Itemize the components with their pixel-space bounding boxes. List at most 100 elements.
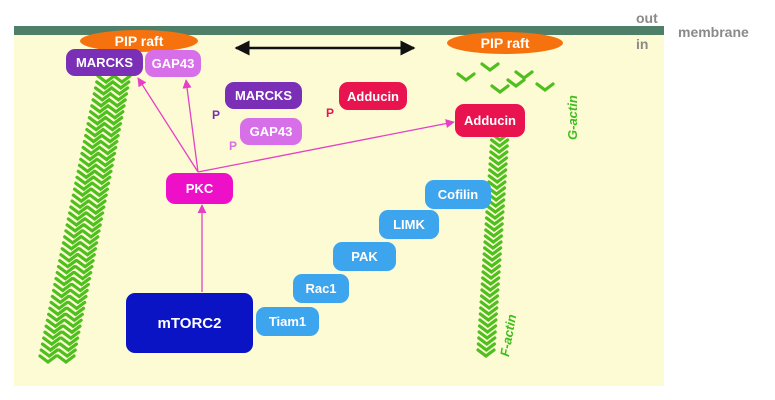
actin-chevron-icon [53, 282, 73, 293]
actin-chevron-icon [87, 116, 107, 126]
actin-chevron-icon [479, 306, 499, 316]
actin-chevron-icon [64, 312, 84, 323]
actin-chevron-icon [106, 104, 126, 114]
actin-chevron-icon [84, 133, 104, 144]
actin-chevron-icon [77, 247, 98, 257]
arrow-pkc-to-gap43 [182, 79, 199, 173]
actin-chevron-icon [110, 86, 130, 96]
actin-chevron-icon [82, 139, 103, 150]
g-actin-chevron-icon [456, 62, 555, 94]
actin-chevron-icon [48, 306, 68, 317]
actin-chevron-icon [71, 276, 92, 287]
actin-chevron-icon [58, 259, 78, 269]
actin-chevron-icon [79, 241, 99, 251]
membrane-band [14, 26, 664, 35]
actin-chevron-icon [476, 348, 496, 358]
actin-chevron-icon [90, 104, 110, 114]
limk-node: LIMK [379, 210, 439, 239]
actin-chevron-icon [96, 151, 117, 162]
actin-chevron-icon [71, 193, 91, 204]
actin-chevron-icon [65, 306, 86, 317]
actin-chevron-icon [481, 264, 502, 274]
pkc-node: PKC [166, 173, 233, 204]
actin-chevron-icon [51, 288, 72, 299]
pip-raft-right: PIP raft [447, 32, 563, 54]
actin-chevron-icon [91, 98, 111, 108]
actin-chevron-icon [54, 276, 74, 287]
actin-chevron-icon [75, 175, 95, 186]
actin-chevron-icon [487, 174, 507, 184]
actin-chevron-icon [63, 318, 83, 329]
actin-chevron-icon [486, 186, 507, 196]
pip-raft-left: PIP raft [80, 30, 198, 52]
actin-chevron-icon [93, 86, 114, 96]
actin-chevron-icon [98, 145, 118, 156]
actin-chevron-icon [99, 139, 119, 150]
actin-chevron-icon [61, 241, 82, 251]
actin-chevron-icon [92, 175, 112, 186]
actin-chevron-icon [67, 300, 87, 311]
actin-chevron-icon [59, 336, 80, 347]
actin-chevron-icon [38, 354, 58, 364]
actin-chevron-icon [63, 235, 83, 245]
actin-chevron-icon [479, 300, 499, 310]
actin-chevron-icon [77, 163, 98, 174]
actin-chevron-icon [70, 199, 90, 210]
actin-chevron-icon [490, 84, 510, 94]
actin-chevron-icon [479, 294, 500, 304]
actin-chevron-icon [86, 205, 106, 216]
actin-chevron-icon [111, 80, 131, 90]
actin-chevron-icon [43, 330, 63, 341]
actin-chevron-icon [87, 199, 107, 210]
actin-chevron-icon [102, 122, 123, 132]
actin-chevron-icon [478, 312, 498, 322]
actin-chevron-icon [95, 157, 115, 168]
actin-chevron-icon [39, 348, 59, 359]
g-actin-label: G-actin [565, 95, 580, 140]
rac1-node: Rac1 [293, 274, 349, 303]
actin-chevron-icon [56, 265, 77, 275]
membrane-label: membrane [678, 24, 749, 40]
actin-chevron-icon [480, 282, 500, 292]
actin-chevron-icon [83, 217, 104, 227]
actin-chevron-icon [82, 223, 102, 233]
actin-chevron-icon [86, 122, 106, 132]
actin-chevron-icon [477, 330, 497, 340]
actin-chevron-icon [482, 258, 502, 268]
actin-chevron-icon [88, 193, 108, 204]
actin-chevron-icon [81, 229, 101, 239]
actin-chevron-icon [66, 217, 86, 227]
actin-chevron-icon [49, 300, 69, 311]
actin-chevron-icon [69, 205, 89, 216]
actin-chevron-icon [94, 163, 114, 174]
phospho-label-adducin: P [326, 106, 335, 120]
actin-chevron-icon [95, 80, 115, 90]
gap43-phospho-node: GAP43 [240, 118, 302, 145]
actin-chevron-icon [488, 162, 508, 172]
actin-chevron-icon [490, 138, 510, 148]
actin-chevron-icon [80, 235, 100, 245]
actin-chevron-icon [62, 324, 82, 335]
actin-chevron-icon [482, 252, 502, 262]
actin-chevron-icon [64, 229, 84, 239]
actin-chevron-icon [90, 181, 111, 192]
actin-chevron-icon [68, 211, 88, 222]
adducin-actin-node: Adducin [455, 104, 525, 137]
actin-chevron-icon [58, 342, 78, 353]
actin-chevron-icon [68, 294, 88, 305]
actin-chevron-icon [73, 270, 93, 281]
actin-chevron-icon [535, 82, 555, 92]
actin-chevron-icon [476, 342, 496, 352]
actin-chevron-icon [44, 324, 64, 335]
actin-chevron-icon [487, 180, 507, 190]
actin-chevron-icon [74, 181, 94, 192]
phospho-label-marcks: P [212, 108, 221, 122]
pak-node: PAK [333, 242, 396, 271]
actin-chevron-icon [47, 312, 67, 323]
actin-chevron-icon [477, 336, 497, 346]
actin-chevron-icon [50, 294, 70, 305]
actin-chevron-icon [483, 234, 503, 244]
adducin-phospho-node: Adducin [339, 82, 407, 110]
actin-chevron-icon [480, 62, 500, 72]
